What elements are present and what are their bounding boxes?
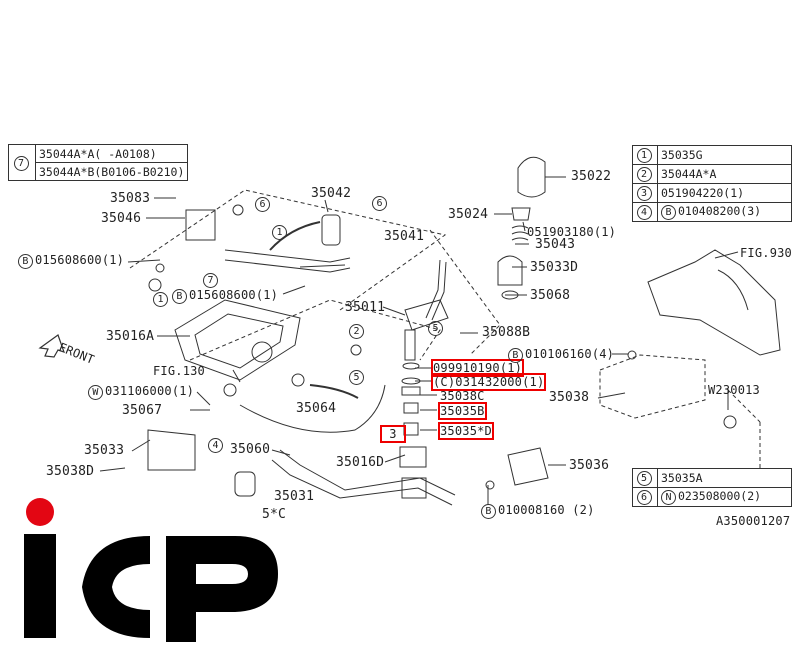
legend-circle-1: 1	[636, 148, 652, 163]
marker-7: 7	[203, 273, 218, 288]
part-label-35022: 35022	[571, 169, 612, 184]
part-number-010008160: 010008160 (2)	[498, 503, 595, 517]
bolt-b-marker: B	[18, 254, 33, 269]
part-number-031106000: 031106000(1)	[105, 384, 195, 398]
legend-part-1: 35035G	[657, 145, 792, 165]
legend-table-variants: 7 35044A*A( -A0108) 35044A*B(B0106-B0210…	[8, 144, 189, 181]
bolt-b-marker: B	[172, 289, 187, 304]
legend-circle-5: 5	[636, 471, 652, 486]
part-label-35036: 35036	[569, 458, 610, 473]
part-label-35016D: 35016D	[336, 455, 385, 470]
bolt-b-marker: B	[481, 504, 496, 519]
part-label-35046: 35046	[101, 211, 142, 226]
part-number-010106160: 010106160(4)	[525, 347, 615, 361]
marker-1: 1	[153, 292, 168, 307]
bolt-b-marker: B	[661, 205, 676, 220]
part-label-35042: 35042	[311, 186, 352, 201]
legend-num-cell: 7	[8, 144, 36, 181]
part-label-35067: 35067	[122, 403, 163, 418]
marker-4: 4	[208, 438, 223, 453]
marker-1: 1	[272, 225, 287, 240]
part-label-35031: 35031	[274, 489, 315, 504]
part-label-w230013: W230013	[708, 383, 760, 397]
legend-part-6-number: 023508000(2)	[678, 489, 762, 503]
diagram-reference-code: A350001207	[716, 514, 791, 528]
nut-n-marker: N	[661, 490, 676, 505]
part-label-35068: 35068	[530, 288, 571, 303]
part-label-fig930: FIG.930	[740, 246, 792, 260]
logo-letter-c	[82, 536, 150, 638]
part-label-fig130: FIG.130	[153, 364, 205, 378]
legend-row-1: 35044A*A( -A0108)	[34, 144, 189, 163]
marker-6: 6	[372, 196, 387, 211]
logo-letter-p	[166, 536, 278, 642]
part-marker-3: 3	[380, 425, 406, 443]
part-label-35043: 35043	[535, 237, 576, 252]
legend-circle-4: 4	[636, 205, 652, 220]
legend-circle-7: 7	[13, 155, 29, 171]
legend-row-2: 35044A*B(B0106-B0210)	[34, 162, 189, 181]
bolt-b-marker: B	[508, 348, 523, 363]
part-label-35038: 35038	[549, 390, 590, 405]
washer-w-marker: W	[88, 385, 103, 400]
legend-circle-6: 6	[636, 490, 652, 505]
marker-6: 6	[255, 197, 270, 212]
logo-dot	[26, 498, 54, 526]
part-label-35035D: 35035*D	[438, 422, 494, 440]
part-label-35083: 35083	[110, 191, 151, 206]
legend-circle-2: 2	[636, 167, 652, 182]
part-label-35064: 35064	[296, 401, 337, 416]
part-label-031432000: (C)031432000(1)	[430, 373, 547, 391]
legend-circle-3: 3	[636, 186, 652, 201]
part-label-35033D: 35033D	[530, 260, 579, 275]
icp-logo	[24, 498, 278, 642]
part-number-015608600-b: 015608600(1)	[189, 288, 279, 302]
part-label-35088B: 35088B	[482, 325, 531, 340]
part-label-35024: 35024	[448, 207, 489, 222]
part-label-051903180: 051903180(1)	[527, 225, 617, 239]
part-number-015608600-a: 015608600(1)	[35, 253, 125, 267]
legend-part-4-number: 010408200(3)	[678, 204, 762, 218]
legend-part-2: 35044A*A	[657, 164, 792, 184]
marker-5: 5	[349, 370, 364, 385]
part-label-35038D: 35038D	[46, 464, 95, 479]
part-label-099910190: 099910190(1)	[430, 359, 525, 377]
part-label-35038C: 35038C	[440, 389, 485, 403]
part-label-35041: 35041	[384, 229, 425, 244]
legend-part-5: 35035A	[657, 468, 792, 488]
part-label-35033: 35033	[84, 443, 125, 458]
part-label-35c: 5*C	[262, 507, 287, 522]
marker-2: 2	[349, 324, 364, 339]
logo-letter-i	[24, 534, 56, 638]
part-label-35060: 35060	[230, 442, 271, 457]
part-label-35016A: 35016A	[106, 329, 155, 344]
legend-part-3: 051904220(1)	[657, 183, 792, 203]
part-label-35011: 35011	[345, 300, 386, 315]
marker-5: 5	[428, 321, 443, 336]
part-label-35035B: 35035B	[438, 402, 487, 420]
